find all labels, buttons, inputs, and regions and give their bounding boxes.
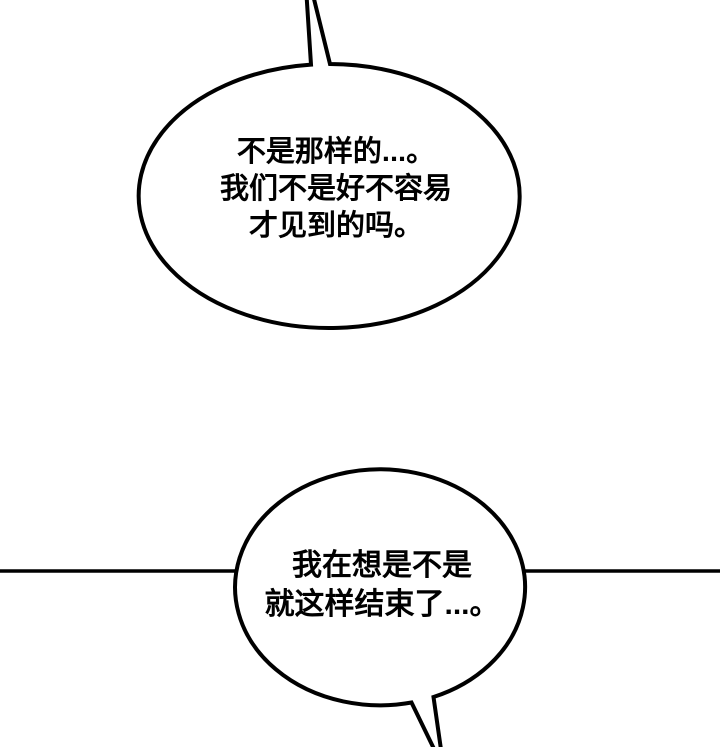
- speech-bubble-2-shape: [233, 467, 528, 747]
- speech-bubble-2-line-2: 就这样结束了...。: [264, 588, 500, 621]
- speech-bubble-1-shape: [136, 0, 522, 330]
- speech-bubble-1-line-2: 我们不是好不容易: [219, 173, 452, 205]
- speech-bubble-1-text: 不是那样的...。 我们不是好不容易 才见到的吗。: [138, 134, 534, 245]
- speech-bubble-2-line-1: 我在想是不是: [292, 549, 472, 582]
- speech-bubble-1-line-1: 不是那样的...。: [236, 136, 436, 168]
- speech-bubble-1-line-3: 才见到的吗。: [248, 210, 423, 242]
- speech-bubble-2-text: 我在想是不是 就这样结束了...。: [232, 546, 532, 624]
